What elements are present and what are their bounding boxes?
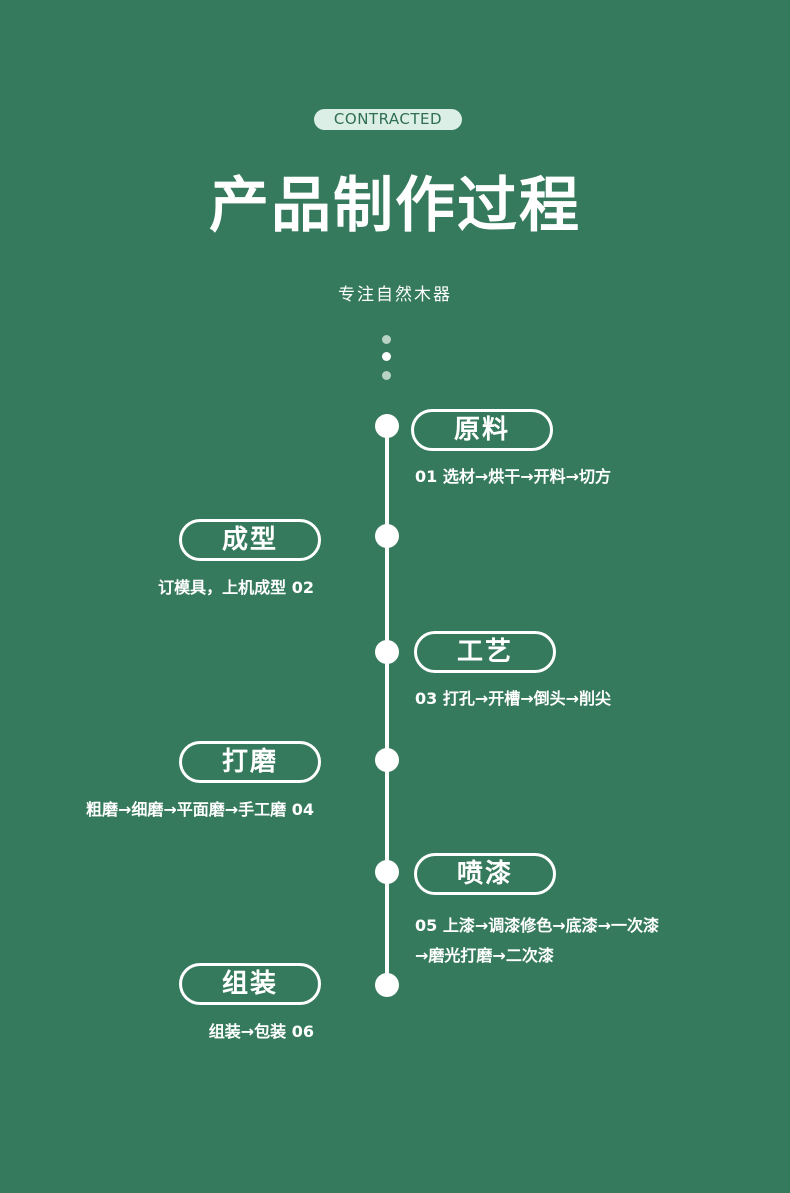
timeline-line (385, 426, 389, 986)
step-6-pill: 组装 (179, 963, 321, 1005)
step-3-desc: 03 打孔→开槽→倒头→削尖 (415, 689, 612, 708)
step-6-desc: 组装→包装 06 (208, 1022, 314, 1041)
step-5-desc-line2: →磨光打磨→二次漆 (415, 946, 554, 965)
timeline-node-4 (375, 748, 399, 772)
timeline-node-5 (375, 860, 399, 884)
contracted-badge: CONTRACTED (314, 109, 462, 130)
page-title: 产品制作过程 (209, 171, 581, 241)
timeline-node-1 (375, 414, 399, 438)
step-4-pill: 打磨 (179, 741, 321, 783)
decor-dot-1 (382, 335, 391, 344)
step-2-desc: 订模具，上机成型 02 (158, 578, 314, 597)
step-1-pill: 原料 (411, 409, 553, 451)
step-4-desc: 粗磨→细磨→平面磨→手工磨 04 (85, 800, 314, 819)
timeline-node-6 (375, 973, 399, 997)
step-3-pill: 工艺 (414, 631, 556, 673)
step-5-pill: 喷漆 (414, 853, 556, 895)
step-1-desc: 01 选材→烘干→开料→切方 (415, 467, 612, 486)
page-subtitle: 专注自然木器 (338, 285, 452, 305)
timeline-node-2 (375, 524, 399, 548)
step-5-desc: 05 上漆→调漆修色→底漆→一次漆 (415, 916, 660, 935)
decor-dot-2 (382, 352, 391, 361)
decor-dot-3 (382, 371, 391, 380)
step-2-pill: 成型 (179, 519, 321, 561)
timeline-node-3 (375, 640, 399, 664)
